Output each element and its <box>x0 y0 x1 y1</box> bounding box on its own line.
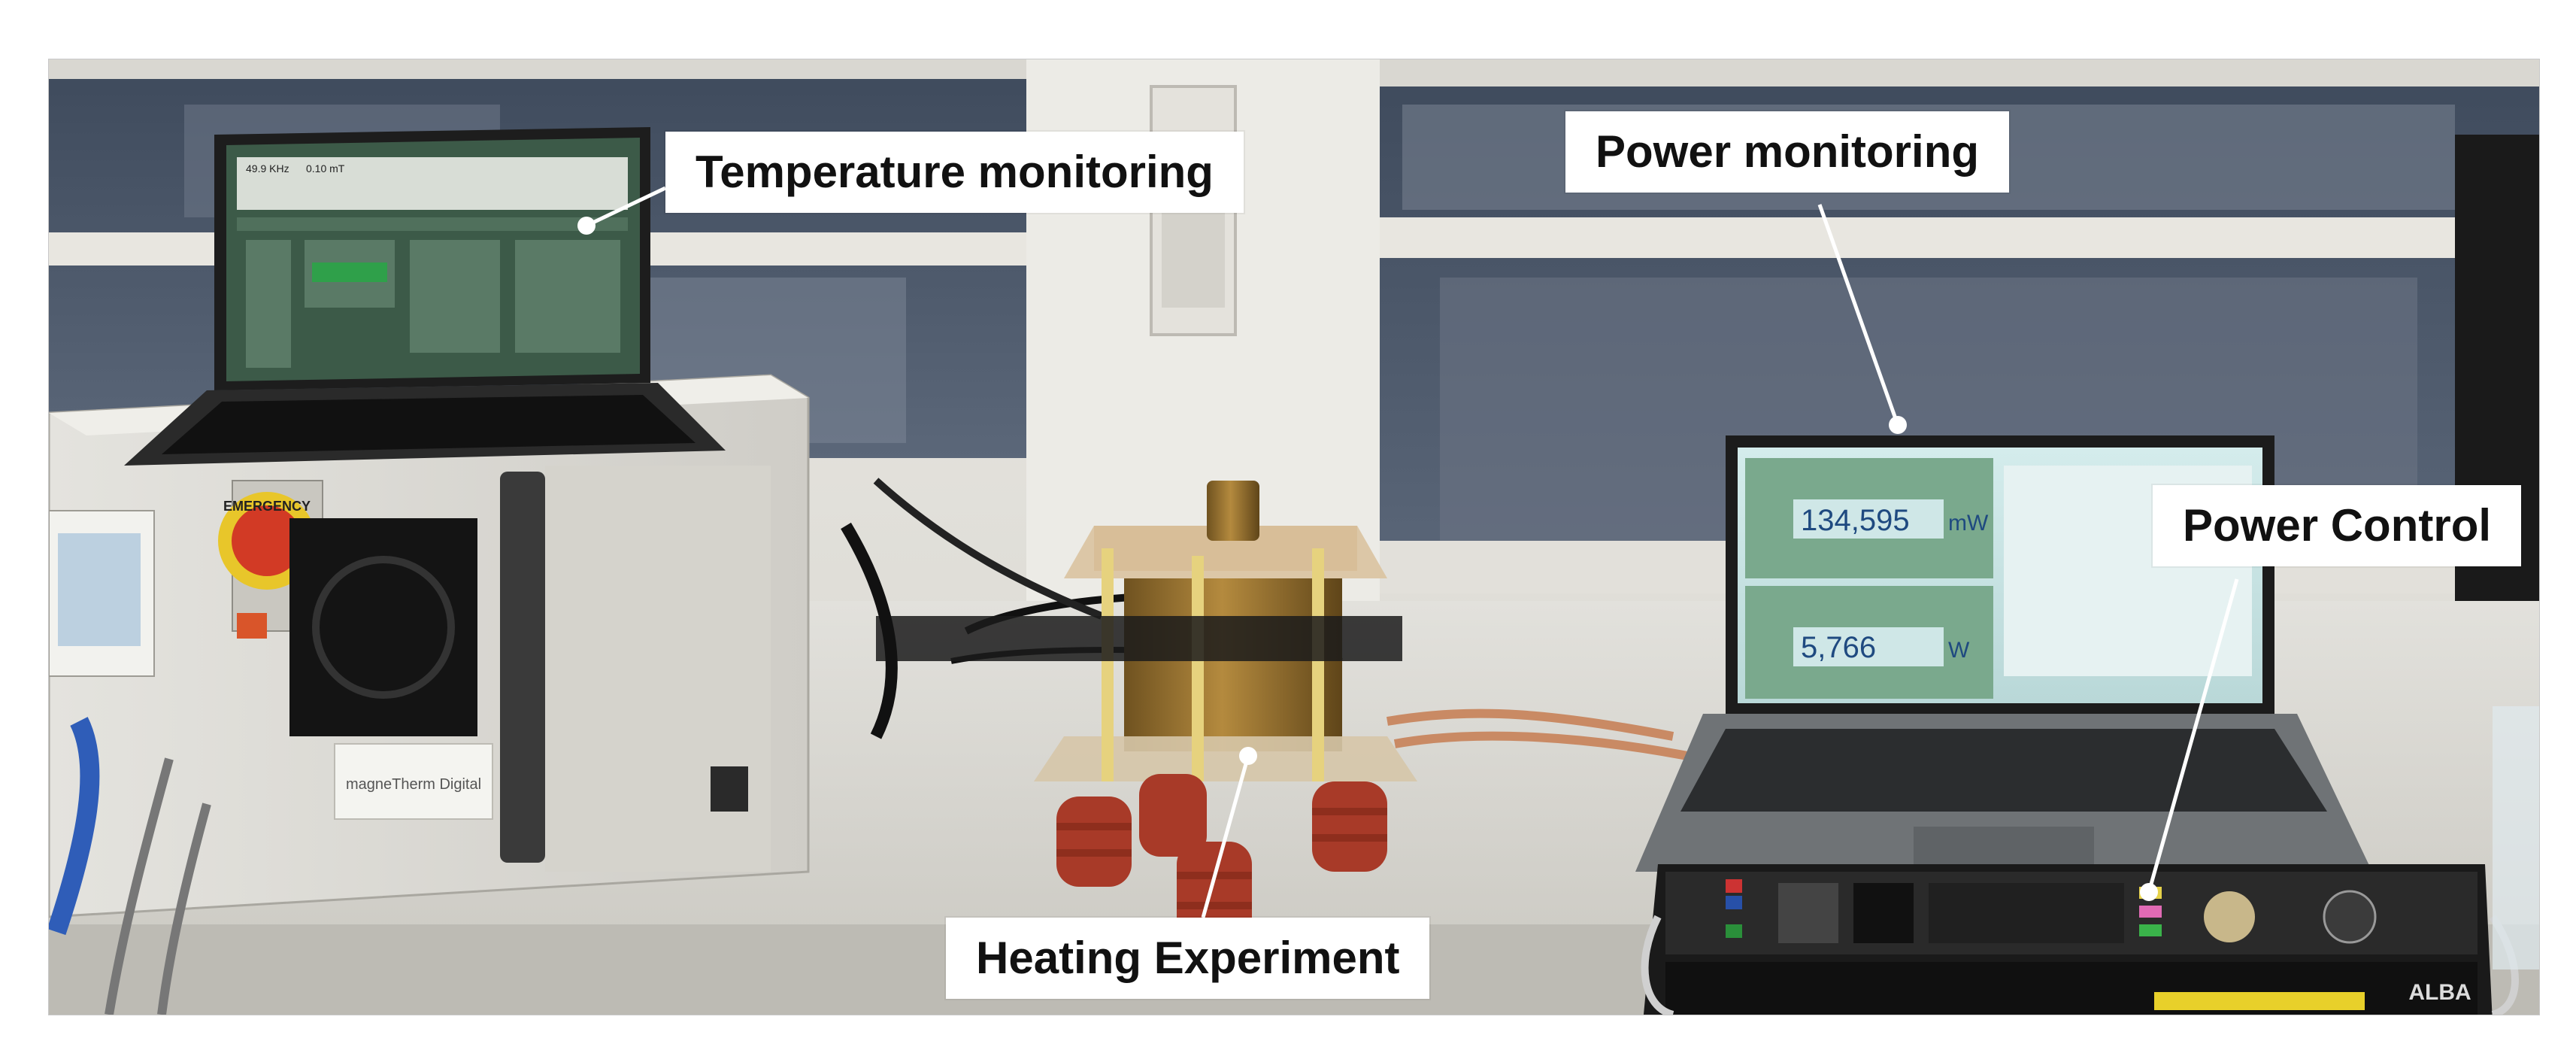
lab-photo: EMERGENCY magneTherm Digital 49.9 KH <box>48 59 2540 1015</box>
brand-left: magneTherm Digital <box>346 776 481 793</box>
control-knob <box>2204 891 2255 942</box>
laptop-right: 134,595 mW 5,766 W <box>1635 435 2372 872</box>
induction-coil <box>1124 578 1342 751</box>
power-readout-mw: 134,595 <box>1801 504 1910 537</box>
callout-temperature-monitoring: Temperature monitoring <box>665 132 1244 213</box>
heating-experiment <box>873 478 1705 947</box>
lab-photo-drawing: EMERGENCY magneTherm Digital 49.9 KH <box>49 59 2539 1015</box>
fan-grille <box>289 518 477 736</box>
callout-power-control: Power Control <box>2153 485 2522 566</box>
power-strip <box>876 616 1402 661</box>
beaker <box>2493 706 2539 969</box>
laptop-left: 49.9 KHz 0.10 mT <box>124 127 726 466</box>
power-control-unit: ALBA <box>1641 864 2519 1015</box>
laptop-left-frequency: 49.9 KHz <box>246 162 289 174</box>
power-readout-w: 5,766 <box>1801 631 1876 664</box>
emergency-label: EMERGENCY <box>223 499 311 514</box>
callout-power-monitoring: Power monitoring <box>1565 111 2009 193</box>
laptop-left-field: 0.10 mT <box>306 162 345 174</box>
callout-heating-experiment: Heating Experiment <box>946 918 1430 999</box>
power-unit-mw: mW <box>1948 511 1989 536</box>
power-unit-w: W <box>1948 638 1970 663</box>
brand-right: ALBA <box>2408 980 2471 1005</box>
